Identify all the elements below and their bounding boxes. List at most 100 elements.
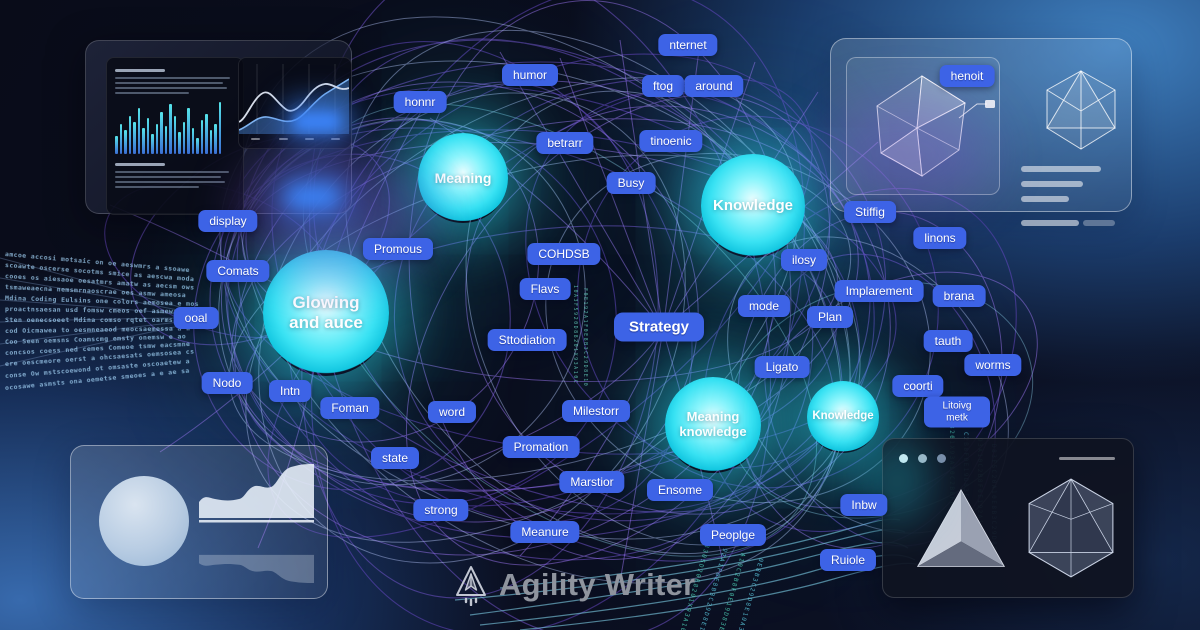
bar [178,132,181,154]
label-henoit: henoit [939,65,995,87]
label-stiffig: Stiffig [844,201,896,223]
bar [196,138,199,154]
report-card [106,57,244,215]
label-honnr: honnr [393,91,447,113]
skeleton-paragraph [115,160,235,191]
gem-card [846,57,1000,195]
label-meanure: Meanure [510,521,580,543]
data-stream-line: Sten oenecsoeet Mdina comso rqtet oarmsa… [5,316,195,324]
matrix-column: 10A3F5920D88201X93A10C [572,285,578,385]
bar [160,112,163,154]
mirrored-area-chart [199,464,314,583]
label-humor: humor [501,64,559,86]
icosahedron-icon [1028,478,1114,578]
bar [187,108,190,154]
node-knowledge-1: Knowledge [701,154,805,258]
bar [142,128,145,154]
label-promous: Promous [362,238,434,260]
label-ooal: ooal [173,307,219,329]
label-word: word [427,401,477,423]
label-ligato: Ligato [754,356,810,378]
label-foman: Foman [320,397,380,419]
geometry-panel [830,38,1132,226]
label-nodo: Nodo [201,372,253,394]
bar [155,124,158,154]
node-meaning: Meaning [418,133,508,223]
bar [137,108,140,154]
bar [214,124,217,154]
label-nternet: nternet [658,34,718,56]
label-promation: Promation [502,436,580,458]
label-brana: brana [932,285,986,307]
bar [133,122,136,154]
label-tauth: tauth [923,330,973,352]
node-glowing-and-auce: Glowing and auce [263,250,389,376]
gray-series [238,83,350,123]
label-display: display [198,210,258,232]
bar [119,124,122,154]
rocket-pen-icon [456,566,486,606]
bar [205,114,208,154]
bar [173,116,176,154]
skeleton-heading [115,69,166,72]
label-ftog: ftog [641,75,685,97]
label-ensome: Ensome [646,479,714,501]
label-linons: linons [913,227,967,249]
bar [182,122,185,154]
brand-name: Agility Writer [499,567,696,602]
node-label: Meaning [434,169,492,186]
glow-button [288,186,338,208]
matrix-column: F0E192A1F0E8B3C29D8E10 [582,288,588,388]
label-mode: mode [737,295,791,317]
label-flavs: Flavs [519,278,571,300]
window-dot [937,454,946,463]
label-intn: Intn [268,380,312,402]
bar [209,130,212,154]
label-state: state [370,447,420,469]
label-worms: worms [964,354,1022,376]
label-ruiole: Ruiole [819,549,877,571]
label-tinoenic: tinoenic [639,130,703,152]
skeleton-line [115,92,190,94]
window-controls [899,454,946,463]
glow-button [294,112,340,131]
label-around: around [684,75,744,97]
skeleton-line [115,82,223,84]
bar [124,130,127,154]
circle-graphic [99,476,189,566]
node-label: Meaning knowledge [679,409,747,439]
label-strategy: Strategy [613,312,705,342]
tetrahedron-icon [916,488,1006,567]
bar [200,120,203,154]
brand-logo: Agility Writer [452,564,696,606]
label-busy: Busy [606,172,656,194]
skeleton-line [115,87,227,89]
diamond-polyhedron-icon [876,75,995,177]
window-dot [918,454,927,463]
label-plan: Plan [806,306,854,328]
bar [146,118,149,154]
line-chart [238,64,350,140]
bar [169,104,172,154]
skeleton-paragraph [1021,157,1121,235]
node-meaning-knowledge: Meaning knowledge [665,377,761,473]
node-label: Knowledge [812,410,874,423]
label-ilosy: ilosy [780,249,828,271]
node-knowledge-2: Knowledge [807,381,879,453]
label-comats: Comats [206,260,270,282]
hexagon-polyhedron-icon [1046,70,1116,150]
window-dot [899,454,908,463]
bar-chart [115,100,221,154]
area-shape [199,464,314,518]
label-litoivg-metk: Litoivg metk [924,396,990,428]
label-inbw: Inbw [840,494,888,516]
bar [128,116,131,154]
bar [218,102,221,154]
bar [115,136,118,154]
label-milestorr: Milestorr [561,400,631,422]
label-implarement: Implarement [834,280,924,302]
label-peoplge: Peoplge [699,524,767,546]
label-marstior: Marstior [559,471,625,493]
window-title-bar-line [1059,457,1115,460]
